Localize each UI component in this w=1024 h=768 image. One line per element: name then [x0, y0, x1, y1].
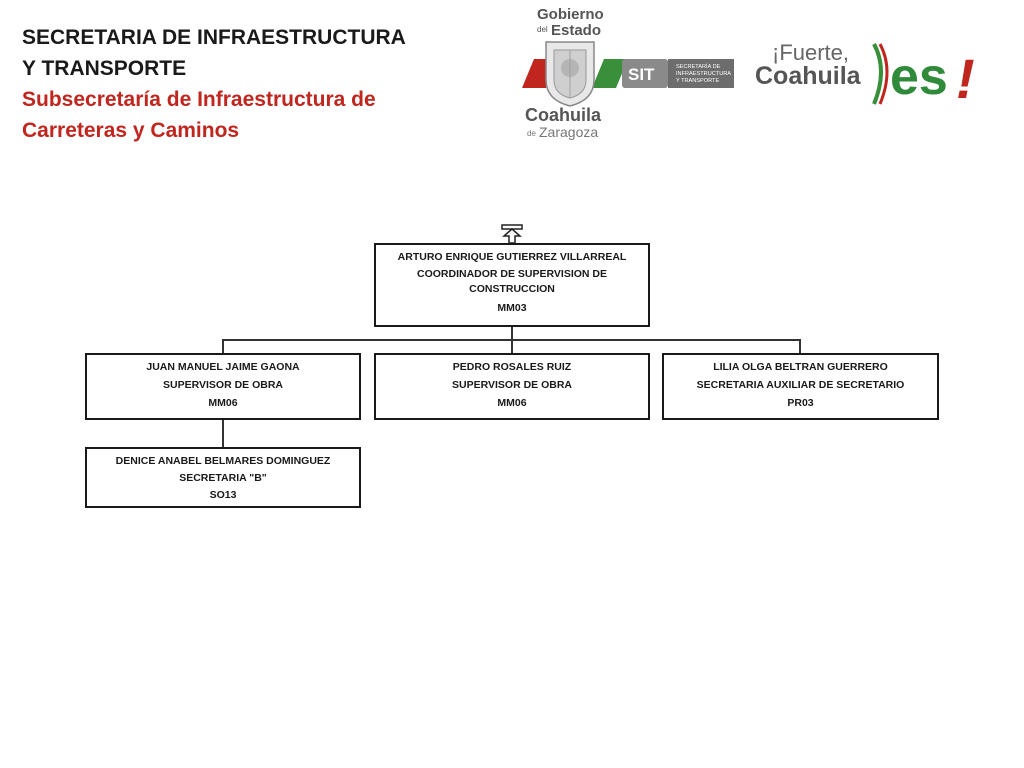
node-name: LILIA OLGA BELTRAN GUERRERO	[713, 361, 888, 373]
up-level-arrow-icon[interactable]	[501, 224, 523, 244]
logo-fuerte-text: ¡Fuerte,	[772, 40, 849, 65]
node-name: PEDRO ROSALES RUIZ	[452, 361, 572, 373]
page-title-line1: SECRETARIA DE INFRAESTRUCTURA	[22, 26, 406, 49]
logo-exclamation-text: !	[956, 47, 975, 110]
logo-del-text: del	[537, 25, 548, 34]
logo-zaragoza-text: Zaragoza	[539, 124, 598, 140]
connector-root-down	[511, 326, 513, 340]
page-title-line2: Y TRANSPORTE	[22, 57, 187, 80]
org-node-coordinator[interactable]: ARTURO ENRIQUE GUTIERREZ VILLARREAL COOR…	[374, 243, 650, 327]
logo-gobierno-text: Gobierno	[537, 6, 604, 23]
node-code: MM06	[497, 397, 527, 409]
logo-es-text: es	[890, 48, 948, 106]
node-position: SUPERVISOR DE OBRA	[452, 379, 572, 391]
node-position: SECRETARIA "B"	[179, 472, 267, 484]
node-position: SUPERVISOR DE OBRA	[163, 379, 283, 391]
connector-left-down	[222, 339, 224, 354]
fuerte-coahuila-es-logo: ¡Fuerte, Coahuila es !	[755, 40, 975, 110]
node-code: MM06	[208, 397, 238, 409]
page-subtitle-line2: Carreteras y Caminos	[22, 119, 240, 142]
gobierno-coahuila-sit-logo: Gobierno del Estado Coahuila de Zaragoza…	[522, 6, 734, 140]
logo-sit-line3: Y TRANSPORTE	[676, 78, 719, 84]
logo-sit-line1: SECRETARÍA DE	[676, 63, 721, 70]
logo-coahuila-text: Coahuila	[525, 105, 602, 125]
connector-to-grandchild	[222, 419, 224, 448]
node-position-line1: COORDINADOR DE SUPERVISION DE	[417, 268, 607, 280]
page-title-block: SECRETARIA DE INFRAESTRUCTURA Y TRANSPOR…	[22, 22, 406, 146]
node-code: PR03	[787, 397, 814, 409]
node-position-line2: CONSTRUCCION	[469, 283, 555, 295]
node-position: SECRETARIA AUXILIAR DE SECRETARIO	[696, 379, 905, 391]
node-code: SO13	[209, 489, 237, 501]
connector-center-down	[511, 339, 513, 354]
org-node-secretaria-auxiliar[interactable]: LILIA OLGA BELTRAN GUERRERO SECRETARIA A…	[662, 353, 939, 420]
logo-sit-line2: INFRAESTRUCTURA	[676, 71, 731, 77]
coat-of-arms-icon	[545, 41, 595, 107]
logo-de-text: de	[527, 129, 536, 138]
org-node-supervisor-2[interactable]: PEDRO ROSALES RUIZ SUPERVISOR DE OBRA MM…	[374, 353, 650, 420]
node-code: MM03	[497, 302, 527, 314]
logo-sit-text: SIT	[628, 65, 655, 84]
org-node-supervisor-1[interactable]: JUAN MANUEL JAIME GAONA SUPERVISOR DE OB…	[85, 353, 361, 420]
node-name: JUAN MANUEL JAIME GAONA	[146, 361, 300, 373]
page-subtitle-line1: Subsecretaría de Infraestructura de	[22, 88, 376, 111]
node-name: ARTURO ENRIQUE GUTIERREZ VILLARREAL	[397, 251, 627, 263]
logo-fuerte-coahuila-text: Coahuila	[755, 62, 862, 90]
logo-estado-text: Estado	[551, 22, 601, 39]
node-name: DENICE ANABEL BELMARES DOMINGUEZ	[115, 455, 331, 467]
connector-right-down	[799, 339, 801, 354]
org-node-secretaria-b[interactable]: DENICE ANABEL BELMARES DOMINGUEZ SECRETA…	[85, 447, 361, 508]
